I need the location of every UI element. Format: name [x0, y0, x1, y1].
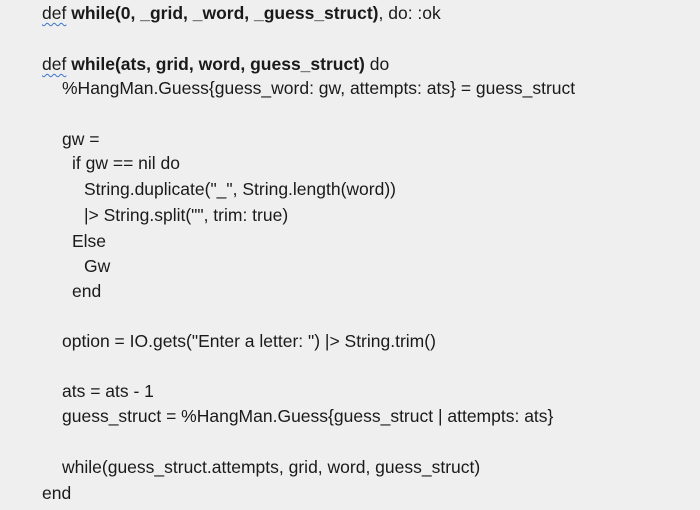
code-line-9: Gw — [84, 256, 111, 276]
function-signature: while(0, _grid, _word, _guess_struct) — [71, 3, 379, 23]
def-keyword: def — [42, 54, 67, 74]
code-line-5: if gw == nil do — [72, 153, 180, 173]
code-rest: do — [364, 54, 390, 74]
code-line-7: |> String.split("", trim: true) — [84, 205, 289, 225]
def-keyword: def — [42, 3, 67, 23]
code-line-10: end — [72, 281, 102, 301]
code-line-12: ats = ats - 1 — [62, 381, 154, 401]
code-line-14: while(guess_struct.attempts, grid, word,… — [62, 457, 481, 477]
code-line-13: guess_struct = %HangMan.Guess{guess_stru… — [62, 406, 554, 426]
code-rest: , do: :ok — [378, 3, 441, 23]
code-line-15: end — [42, 483, 72, 503]
code-line-4: gw = — [62, 129, 100, 149]
code-line-8: Else — [72, 231, 107, 251]
code-line-11: option = IO.gets("Enter a letter: ") |> … — [62, 331, 436, 351]
code-line-1: def while(0, _grid, _word, _guess_struct… — [42, 2, 441, 24]
function-signature: while(ats, grid, word, guess_struct) — [71, 54, 365, 74]
code-line-6: String.duplicate("_", String.length(word… — [84, 179, 397, 199]
code-line-2: def while(ats, grid, word, guess_struct)… — [42, 53, 389, 75]
code-line-3: %HangMan.Guess{guess_word: gw, attempts:… — [62, 78, 576, 98]
